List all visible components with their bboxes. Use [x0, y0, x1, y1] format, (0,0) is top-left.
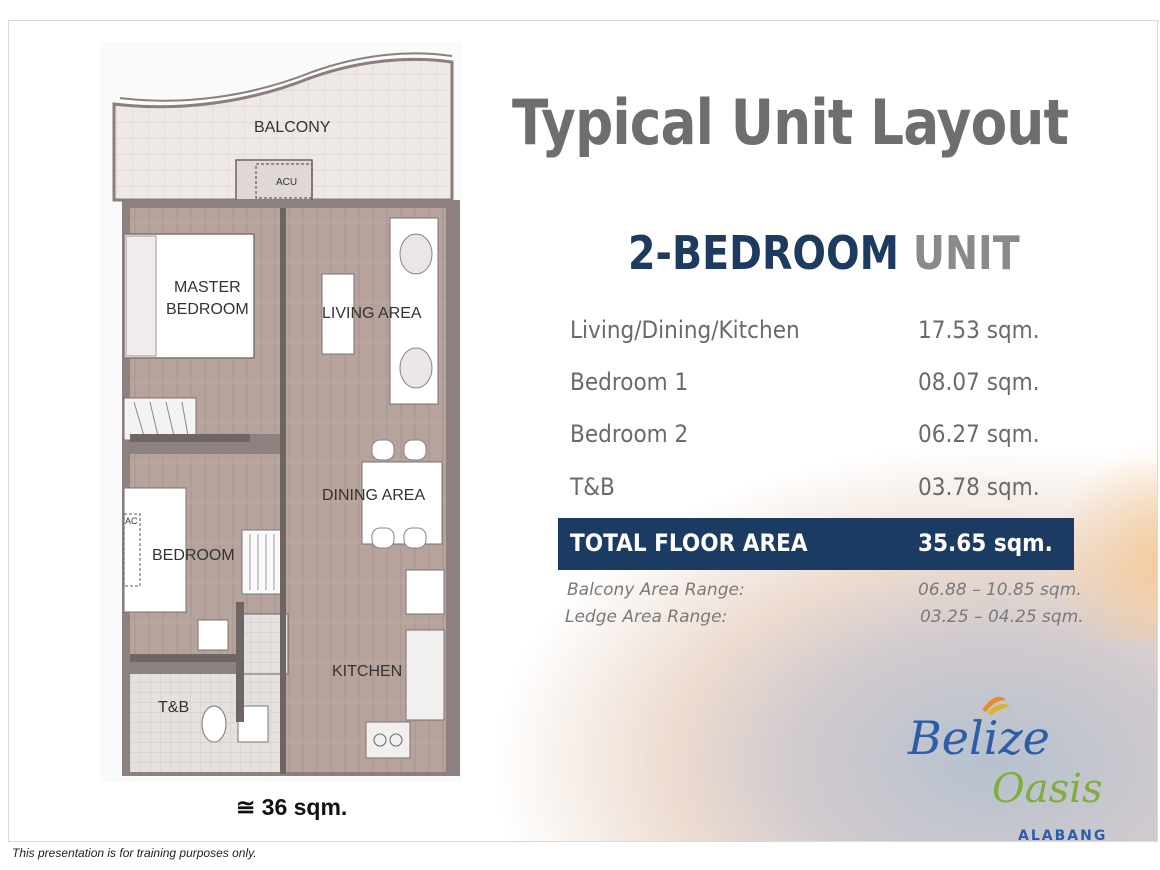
area-row: Bedroom 2 06.27 sqm. [570, 420, 1050, 460]
area-row-label: Bedroom 1 [570, 368, 689, 396]
logo-graphic: Belize Oasis ALABANG [907, 696, 1107, 844]
bedroom-bed [123, 487, 187, 613]
area-row: Living/Dining/Kitchen 17.53 sqm. [570, 316, 1050, 356]
area-row: T&B 03.78 sqm. [570, 473, 1050, 513]
belize-oasis-logo: Belize Oasis ALABANG [900, 690, 1120, 850]
area-row-label: T&B [570, 473, 615, 501]
floor-plan: BALCONY ACU MASTER BEDROOM LIVING AREA D… [100, 42, 462, 782]
area-row-value: 03.78 sqm. [918, 473, 1040, 501]
balcony-range-value: 06.88 – 10.85 sqm. [918, 580, 1082, 600]
kitchen-label: KITCHEN [332, 663, 402, 680]
area-row-value: 17.53 sqm. [918, 316, 1040, 344]
acu-unit [235, 159, 313, 201]
total-floor-area-label: TOTAL FLOOR AREA [570, 529, 808, 557]
acu-label: ACU [276, 177, 297, 188]
area-row-label: Bedroom 2 [570, 420, 689, 448]
ledge-range-value: 03.25 – 04.25 sqm. [920, 607, 1084, 627]
tb-label: T&B [158, 699, 189, 716]
living-area-label: LIVING AREA [322, 305, 422, 322]
total-floor-area-value: 35.65 sqm. [918, 529, 1053, 557]
ledge-range-label: Ledge Area Range: [565, 607, 728, 627]
total-floor-area-bar: TOTAL FLOOR AREA 35.65 sqm. [558, 518, 1074, 570]
logo-word-belize: Belize [907, 711, 1050, 765]
balcony-area [112, 57, 454, 202]
master-bedroom-label-line2: BEDROOM [166, 301, 249, 318]
bedroom-label: BEDROOM [152, 547, 235, 564]
logo-word-oasis: Oasis [992, 766, 1103, 812]
unit-type-suffix: UNIT [912, 226, 1020, 280]
area-row-value: 06.27 sqm. [918, 420, 1040, 448]
dining-area-label: DINING AREA [322, 487, 425, 504]
flower-icon [982, 696, 1006, 712]
area-row: Bedroom 1 08.07 sqm. [570, 368, 1050, 408]
coffee-table [321, 273, 355, 355]
unit-type-title: 2-BEDROOM UNIT [628, 226, 1020, 280]
disclaimer-footnote: This presentation is for training purpos… [12, 846, 257, 860]
ac-label: AC [125, 516, 138, 526]
unit-type-bedrooms: 2-BEDROOM [628, 226, 900, 280]
kitchen-counter [405, 629, 445, 721]
area-row-label: Living/Dining/Kitchen [570, 316, 800, 344]
logo-word-alabang: ALABANG [1018, 828, 1107, 844]
floor-plan-drawing: BALCONY ACU MASTER BEDROOM LIVING AREA D… [112, 52, 460, 776]
balcony-label: BALCONY [254, 119, 331, 136]
background-seascape [489, 441, 1157, 841]
approx-area-label: ≅ 36 sqm. [236, 794, 348, 820]
master-bedroom-label-line1: MASTER [174, 279, 241, 296]
page-title: Typical Unit Layout [512, 86, 1069, 159]
stove [365, 721, 411, 759]
balcony-range-label: Balcony Area Range: [567, 580, 745, 600]
toilet [201, 705, 227, 743]
area-row-value: 08.07 sqm. [918, 368, 1040, 396]
